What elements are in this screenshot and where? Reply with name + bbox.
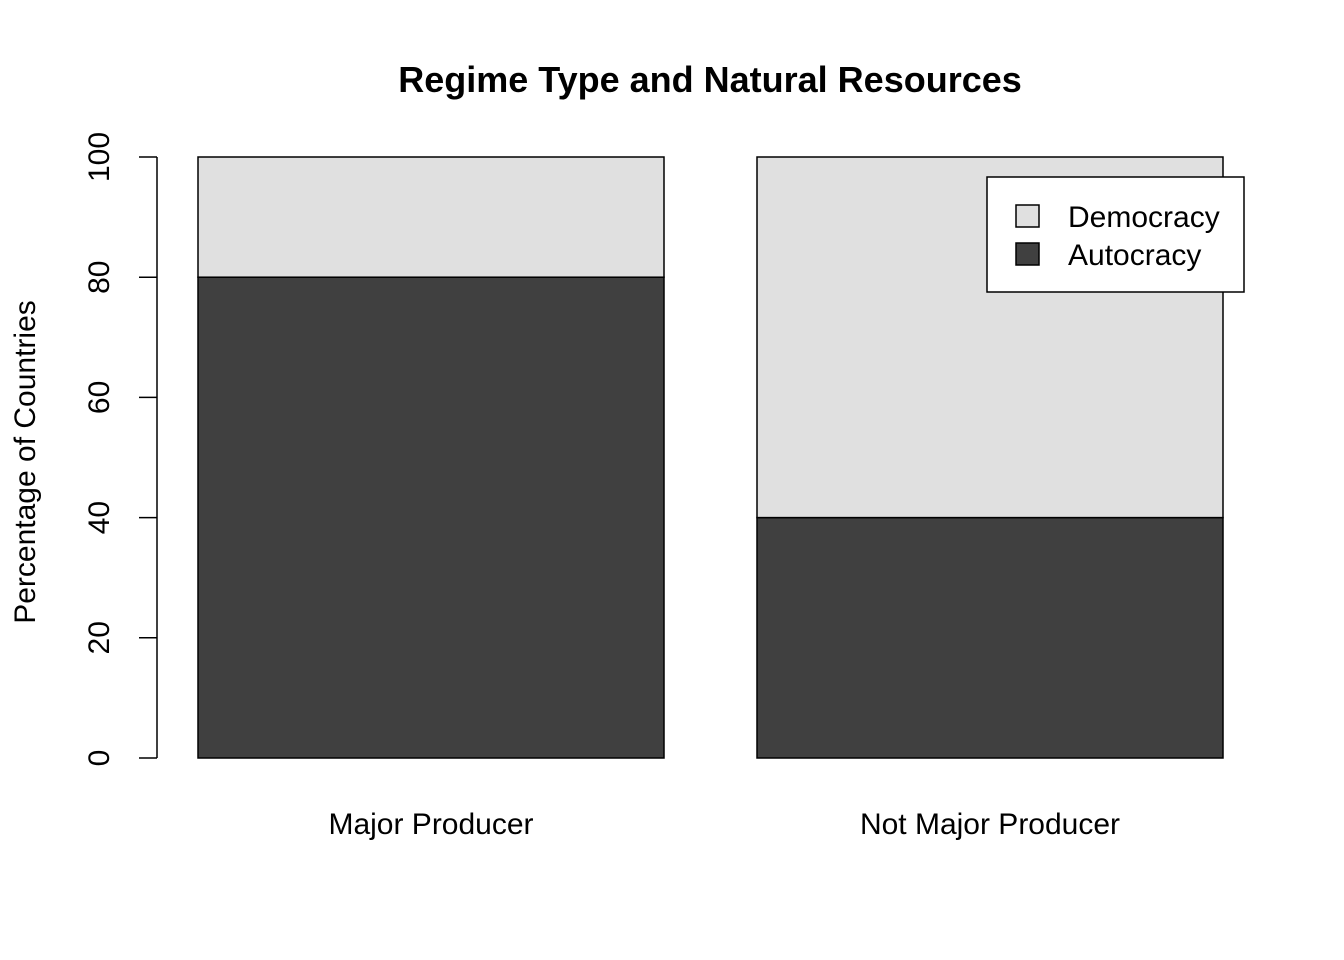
legend-label: Autocracy: [1068, 239, 1201, 272]
x-axis-labels: Major Producer Not Major Producer: [328, 808, 1120, 841]
chart-title: Regime Type and Natural Resources: [398, 59, 1022, 100]
y-tick-label: 100: [83, 132, 116, 182]
legend-box: [986, 176, 1245, 293]
bar-autocracy-1: [756, 516, 1224, 759]
x-tick-label: Not Major Producer: [860, 808, 1120, 841]
bars-group: [197, 156, 1224, 759]
legend-swatch: [1015, 242, 1040, 266]
legend-swatch: [1015, 204, 1040, 228]
bar-democracy-0: [197, 156, 665, 278]
legend-label: Democracy: [1068, 201, 1220, 234]
y-tick-label: 60: [83, 381, 116, 414]
y-tick-label: 20: [83, 621, 116, 654]
y-tick-label: 40: [83, 501, 116, 534]
bar-autocracy-0: [197, 276, 665, 759]
y-axis-label: Percentage of Countries: [9, 300, 42, 624]
y-tick-label: 80: [83, 261, 116, 294]
y-tick-label: 0: [83, 750, 116, 767]
x-tick-label: Major Producer: [328, 808, 533, 841]
y-axis: 0 20 40 60 80 100: [83, 132, 158, 767]
